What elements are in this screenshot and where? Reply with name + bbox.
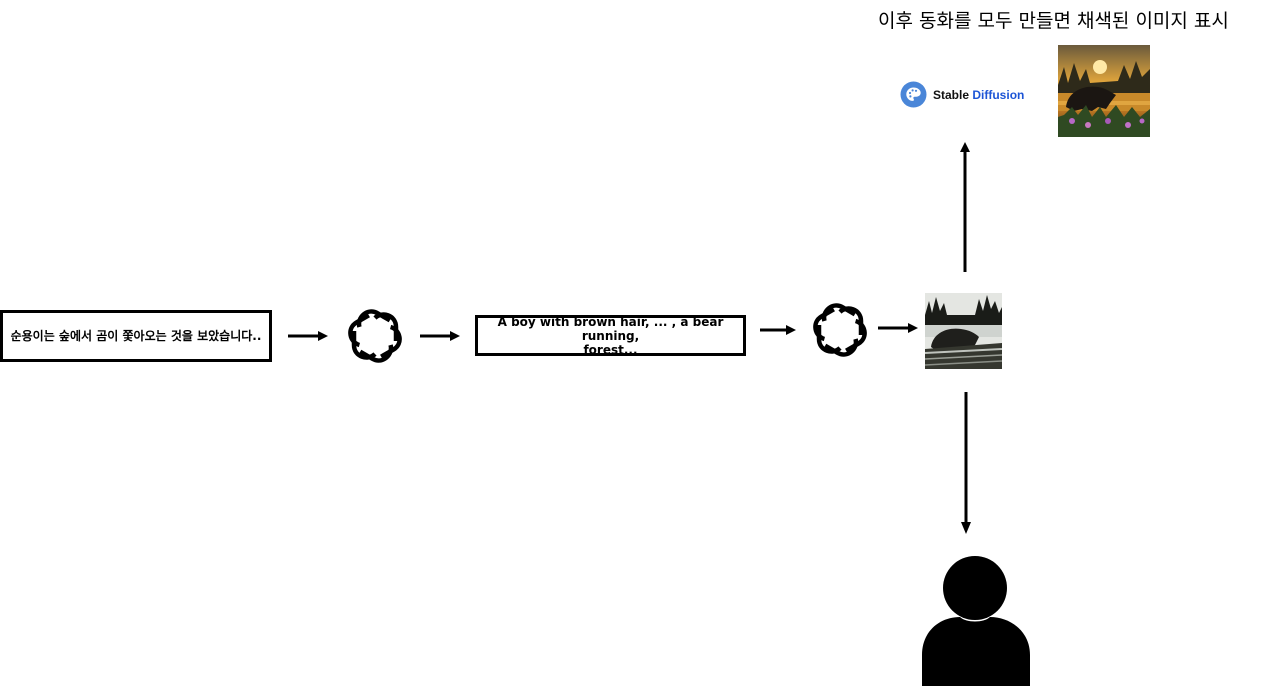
openai-logo-icon — [809, 299, 871, 361]
stable-diffusion-label: Stable Diffusion — [933, 88, 1024, 102]
diffusion-word: Diffusion — [972, 87, 1025, 102]
colored-image-caption: 이후 동화를 모두 만들면 채색된 이미지 표시 — [878, 10, 1229, 32]
arrow-right — [420, 331, 460, 341]
image-prompt-line2: forest... — [583, 342, 638, 357]
bear-sunset-colored-image — [1058, 45, 1150, 137]
user-person-icon — [920, 555, 1032, 686]
bear-running-forest-sketch-image — [925, 293, 1002, 369]
story-input-text: 순용이는 숲에서 곰이 쫓아오는 것을 보았습니다.. — [10, 329, 262, 343]
image-prompt-line1: A boy with brown hair, ... , a bear runn… — [497, 314, 724, 343]
arrow-right — [760, 325, 796, 335]
arrow-right — [878, 323, 918, 333]
image-prompt-box: A boy with brown hair, ... , a bear runn… — [475, 314, 746, 357]
arrow-right — [288, 331, 328, 341]
openai-logo-icon — [344, 305, 406, 367]
stable-word: Stable — [933, 87, 970, 102]
arrow-up — [960, 142, 970, 272]
story-input-box: 순용이는 숲에서 곰이 쫓아오는 것을 보았습니다.. — [0, 310, 272, 362]
stable-diffusion-logo: Stable Diffusion — [900, 81, 1024, 108]
arrow-down — [961, 392, 971, 534]
palette-icon — [900, 81, 927, 108]
